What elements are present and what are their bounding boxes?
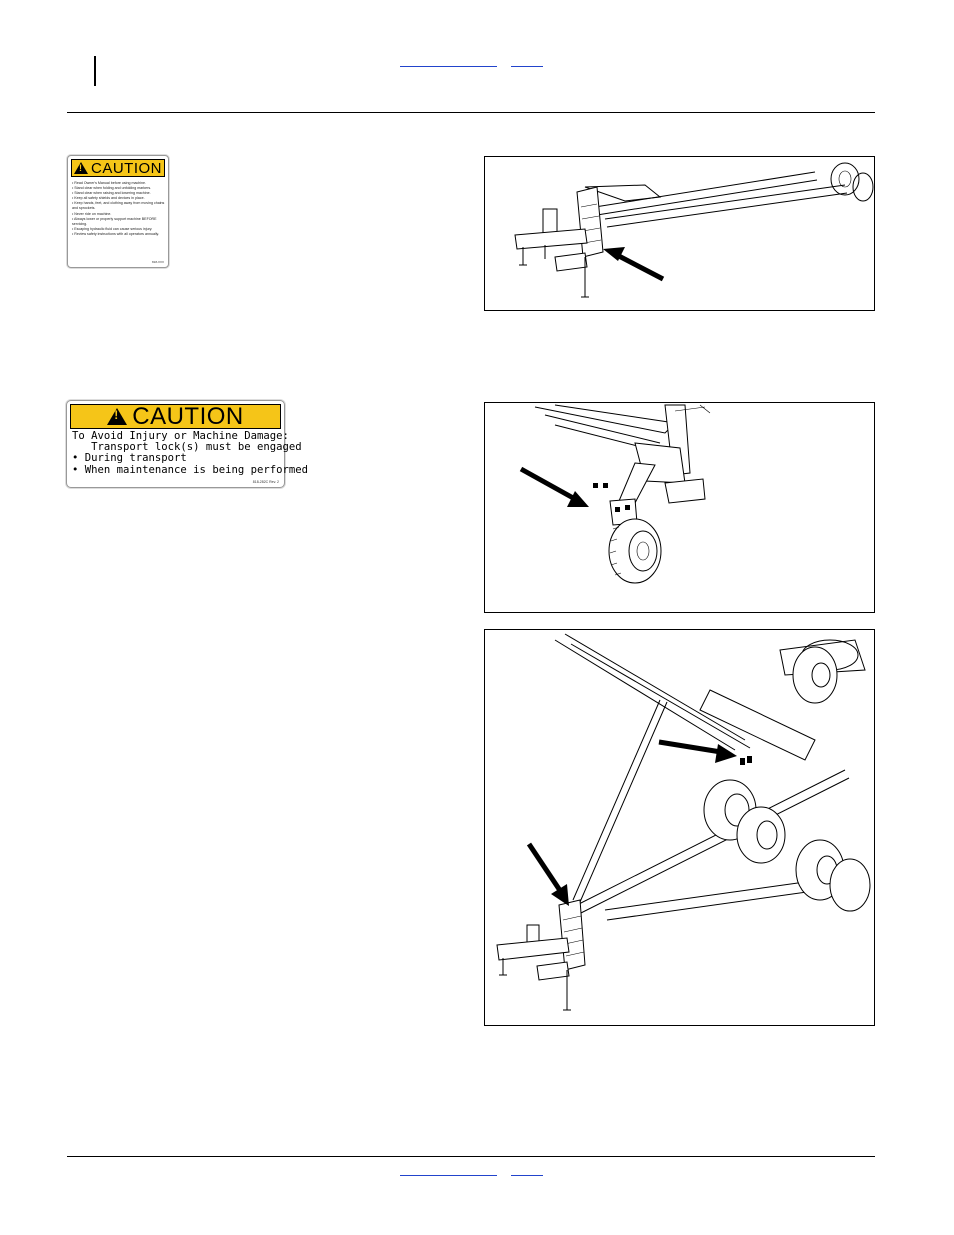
caution-item: • Review safety instructions with all op… — [72, 231, 160, 236]
warning-triangle-icon: ! — [107, 408, 128, 425]
header-rule — [67, 112, 875, 113]
decal-part-number: 818-XXX — [151, 260, 164, 264]
figure-full-machine-decals — [484, 629, 875, 1026]
caution-item: • Stand clear when folding and unfolding… — [72, 186, 152, 191]
caution-line: To Avoid Injury or Machine Damage: — [72, 430, 289, 442]
caution-item: • Keep hands, feet, and clothing away fr… — [72, 201, 165, 211]
header-link-manual[interactable] — [400, 66, 497, 67]
caution-text: To Avoid Injury or Machine Damage: Trans… — [72, 430, 308, 476]
footer-link-page[interactable] — [511, 1175, 543, 1176]
caution-heading: CAUTION — [132, 402, 244, 430]
caution-line: Transport lock(s) must be engaged — [72, 441, 302, 454]
header-link-page[interactable] — [511, 66, 543, 67]
caution-heading: CAUTION — [91, 159, 162, 177]
caution-banner: ! CAUTION — [71, 159, 165, 177]
hitch-illustration — [514, 162, 874, 298]
caution-item: • Keep all safety shields and devices in… — [72, 196, 145, 201]
caution-banner: ! CAUTION — [70, 404, 281, 429]
decal-part-number: 818-282C Rev. 2 — [252, 480, 279, 484]
safety-decal-transport-lock: ! CAUTION To Avoid Injury or Machine Dam… — [66, 400, 308, 488]
footer-rule — [67, 1156, 875, 1157]
figure-hitch-jack-decal — [484, 156, 875, 311]
figure-marker-wheel-decal — [484, 402, 875, 613]
marker-wheel-illustration — [519, 404, 711, 584]
caution-line: • During transport — [72, 452, 187, 465]
caution-item: • Stand clear when raising and lowering … — [72, 191, 151, 196]
machine-illustration — [496, 633, 871, 1011]
caution-item: • Read Owner's Manual before using machi… — [72, 181, 147, 185]
footer-link-manual[interactable] — [400, 1175, 497, 1176]
caution-list: • Read Owner's Manual before using machi… — [72, 181, 165, 237]
caution-item: • Never ride on machine. — [72, 211, 112, 216]
caution-item: • Escaping hydraulic fluid can cause ser… — [72, 226, 153, 231]
warning-triangle-icon: ! — [74, 162, 88, 174]
caution-line: • When maintenance is being performed — [72, 463, 308, 476]
header-margin-bar — [94, 56, 96, 86]
safety-decal-general-caution: ! CAUTION • Read Owner's Manual before u… — [67, 155, 169, 268]
caution-item: • Always lower or properly support machi… — [72, 216, 157, 226]
